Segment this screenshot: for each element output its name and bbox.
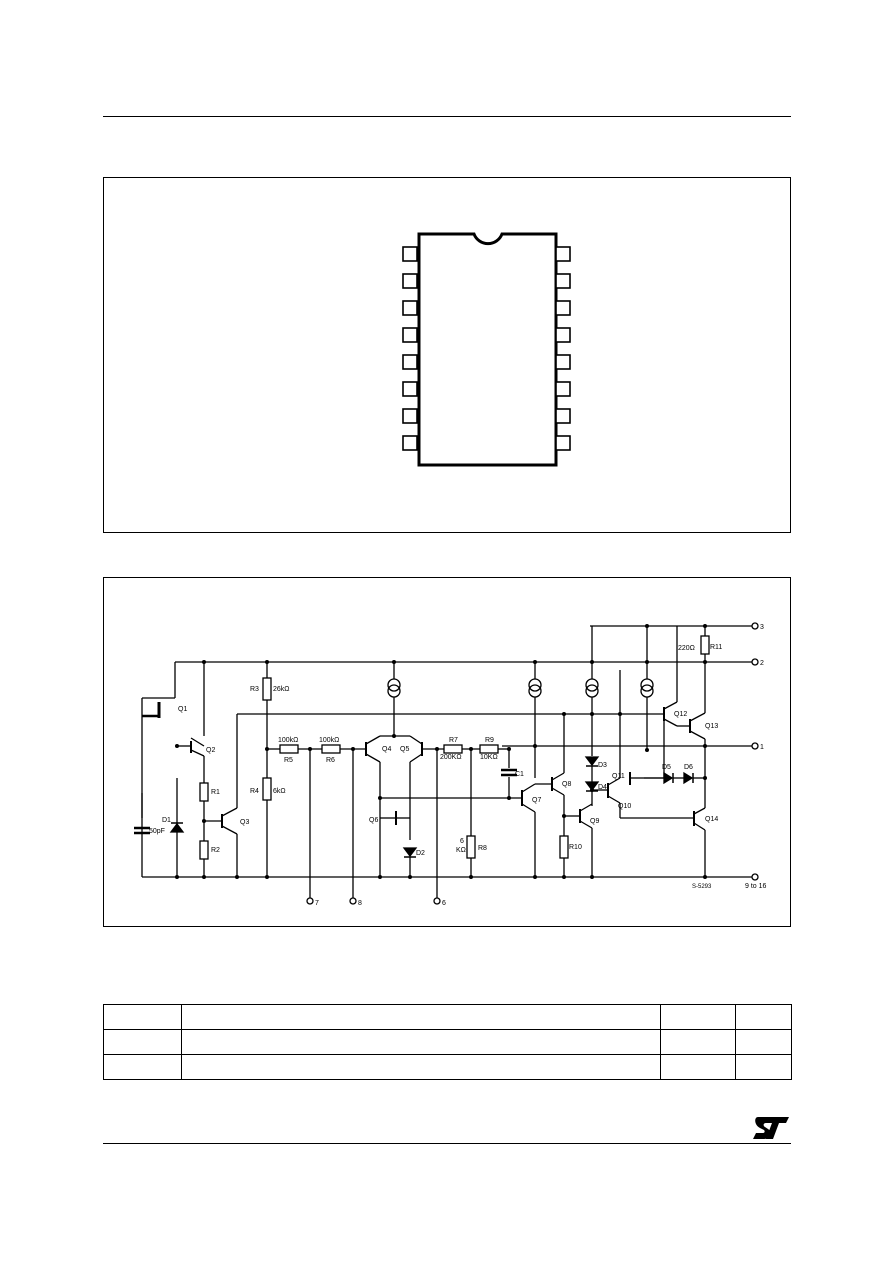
value-r8-unit: KΩ <box>456 847 466 854</box>
label-r10: R10 <box>569 844 582 851</box>
value-r9: 10KΩ <box>480 754 498 761</box>
st-logo <box>753 1117 789 1139</box>
label-r5: R5 <box>284 757 293 764</box>
d1-diode-symbol <box>169 822 185 833</box>
label-d4: D4 <box>598 784 607 791</box>
resistor-r4 <box>262 777 272 801</box>
d3-diode-symbol <box>584 756 600 767</box>
resistor-r2 <box>199 840 209 860</box>
pin-label-7: 7 <box>315 900 319 907</box>
dip-package-drawing <box>402 232 571 467</box>
value-r6: 100kΩ <box>319 737 339 744</box>
left-pin-6 <box>402 381 418 397</box>
left-pin-3 <box>402 300 418 316</box>
value-r8-number: 6 <box>460 838 464 845</box>
resistor-r6 <box>321 744 341 754</box>
label-r9: R9 <box>485 737 494 744</box>
resistor-r1 <box>199 782 209 802</box>
left-pin-5 <box>402 354 418 370</box>
d6-diode-symbol <box>683 771 694 785</box>
label-r2: R2 <box>211 847 220 854</box>
value-r11: 220Ω <box>678 645 695 652</box>
dip-package-body <box>417 232 558 467</box>
left-pin-1 <box>402 246 418 262</box>
label-d5: D5 <box>662 764 671 771</box>
left-pins <box>402 246 418 451</box>
label-r1: R1 <box>211 789 220 796</box>
label-c1: C1 <box>515 771 524 778</box>
table-row <box>103 1054 792 1080</box>
terminal-circles <box>306 622 759 905</box>
value-capacitor: 50pF <box>149 828 165 835</box>
label-q11: Q11 <box>612 773 625 780</box>
pin-label-3: 3 <box>760 624 764 631</box>
junction-dots <box>175 624 707 879</box>
pin-label-6: 6 <box>442 900 446 907</box>
value-r5: 100kΩ <box>278 737 298 744</box>
right-pin-2 <box>555 273 571 289</box>
right-pin-7 <box>555 408 571 424</box>
value-r3: 26kΩ <box>273 686 290 693</box>
label-r6: R6 <box>326 757 335 764</box>
resistor-r8 <box>466 835 476 859</box>
left-pin-7 <box>402 408 418 424</box>
label-q3: Q3 <box>240 819 249 826</box>
figure-code: S-5293 <box>692 884 712 890</box>
label-d3: D3 <box>598 762 607 769</box>
label-q6: Q6 <box>369 817 378 824</box>
label-q10: Q10 <box>618 803 631 810</box>
pin-label-8: 8 <box>358 900 362 907</box>
resistor-r3 <box>262 677 272 701</box>
label-q4: Q4 <box>382 746 391 753</box>
resistor-r11 <box>700 635 710 655</box>
label-q2: Q2 <box>206 747 215 754</box>
left-pin-4 <box>402 327 418 343</box>
label-r4: R4 <box>250 788 259 795</box>
table-row <box>103 1029 792 1055</box>
label-q14: Q14 <box>705 816 718 823</box>
label-q7: Q7 <box>532 797 541 804</box>
label-r8: R8 <box>478 845 487 852</box>
pin-connection-panel <box>103 177 791 533</box>
right-pin-1 <box>555 246 571 262</box>
label-r7: R7 <box>449 737 458 744</box>
label-r11: R11 <box>710 644 722 651</box>
pin-label-2: 2 <box>760 660 764 667</box>
left-pin-8 <box>402 435 418 451</box>
d5-diode-symbol <box>663 771 674 785</box>
right-pins <box>555 246 571 451</box>
label-d2: D2 <box>416 850 425 857</box>
resistor-r9 <box>479 744 499 754</box>
table-row <box>103 1004 792 1030</box>
right-pin-8 <box>555 435 571 451</box>
right-pin-3 <box>555 300 571 316</box>
header-rule <box>103 116 791 117</box>
footer-rule <box>103 1143 791 1144</box>
spec-table <box>103 1004 792 1080</box>
label-q9: Q9 <box>590 818 599 825</box>
pin-label-9-16: 9 to 16 <box>745 883 767 890</box>
label-d6: D6 <box>684 764 693 771</box>
right-pin-6 <box>555 381 571 397</box>
label-q13: Q13 <box>705 723 718 730</box>
label-d1: D1 <box>162 817 171 824</box>
resistor-r7 <box>443 744 463 754</box>
schematic-diagram: Q1 Q2 Q3 Q4 Q5 Q6 Q7 Q8 Q9 Q10 Q11 Q12 Q… <box>134 622 767 907</box>
schematic-panel: Q1 Q2 Q3 Q4 Q5 Q6 Q7 Q8 Q9 Q10 Q11 Q12 Q… <box>103 577 791 927</box>
right-pin-4 <box>555 327 571 343</box>
value-r4: 6kΩ <box>273 788 286 795</box>
label-q1: Q1 <box>178 706 187 713</box>
pin-label-1: 1 <box>760 744 764 751</box>
label-q12: Q12 <box>674 711 687 718</box>
left-pin-2 <box>402 273 418 289</box>
label-r3: R3 <box>250 686 259 693</box>
resistor-r5 <box>279 744 299 754</box>
right-pin-5 <box>555 354 571 370</box>
label-q5: Q5 <box>400 746 409 753</box>
value-r7: 200KΩ <box>440 754 462 761</box>
label-q8: Q8 <box>562 781 571 788</box>
resistor-r10 <box>559 835 569 859</box>
d2-diode-symbol <box>402 847 418 858</box>
